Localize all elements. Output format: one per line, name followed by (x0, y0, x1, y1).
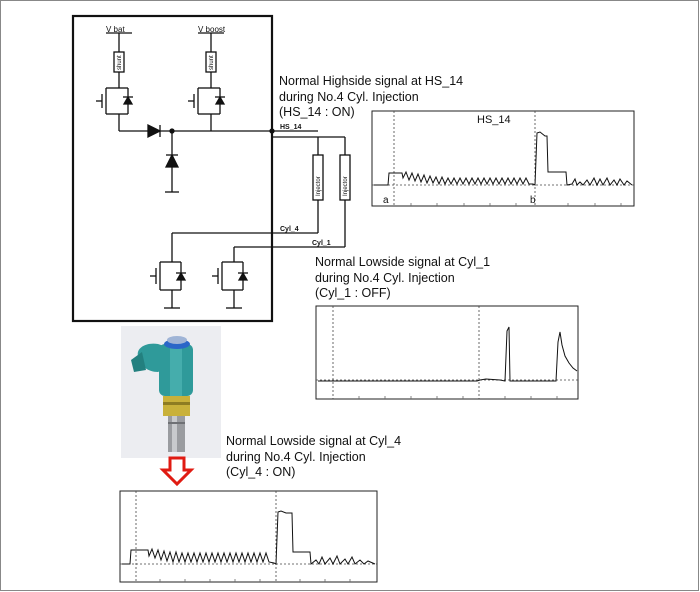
annotation-cyl4: Normal Lowside signal at Cyl_4 during No… (226, 434, 401, 481)
scope-cyl4 (119, 490, 378, 583)
scope-hs14-marker-a: a (383, 195, 389, 206)
scope-cyl1 (315, 305, 579, 400)
scope-cyl4-trace (122, 510, 376, 566)
hs14-node-label: HS_14 (280, 124, 302, 131)
annotation-cyl1-line3: (Cyl_1 : OFF) (315, 286, 391, 300)
annotation-cyl4-line3: (Cyl_4 : ON) (226, 465, 296, 479)
series-diode (147, 123, 162, 139)
injection-arrow-icon (159, 456, 195, 487)
annotation-cyl4-line1: Normal Lowside signal at Cyl_4 (226, 434, 402, 448)
cyl4-node-label: Cyl_4 (280, 226, 299, 233)
svg-text:Injector: Injector (316, 176, 322, 196)
scope-hs14-trace (374, 131, 633, 187)
supply-vboost-label: V boost (198, 25, 226, 34)
injector-collar (163, 396, 190, 416)
mosfet-highside-vboost (188, 87, 226, 131)
supply-vbat-label: V bat (106, 25, 125, 34)
svg-text:Injector: Injector (343, 176, 349, 196)
scope-cyl1-trace (318, 326, 578, 382)
injector-image (121, 326, 221, 458)
annotation-cyl4-line2: during No.4 Cyl. Injection (226, 449, 366, 464)
mosfet-lowside-cyl1 (212, 261, 249, 309)
annotation-hs14-line3: (HS_14 : ON) (279, 105, 355, 119)
annotation-cyl1-line1: Normal Lowside signal at Cyl_1 (315, 255, 491, 269)
annotation-cyl1-line2: during No.4 Cyl. Injection (315, 270, 455, 285)
cyl1-node-label: Cyl_1 (312, 240, 331, 247)
freewheel-diode (164, 153, 180, 168)
scope-hs14-title: HS_14 (477, 114, 511, 126)
scope-hs14: HS_14 a b (371, 110, 635, 207)
annotation-hs14: Normal Highside signal at HS_14 during N… (279, 74, 463, 121)
svg-text:shunt: shunt (209, 55, 215, 70)
annotation-cyl1: Normal Lowside signal at Cyl_1 during No… (315, 255, 490, 302)
svg-text:shunt: shunt (117, 55, 123, 70)
scope-hs14-marker-b: b (530, 195, 536, 206)
mosfet-highside-vbat (96, 87, 134, 131)
ecu-driver-schematic: V bat V boost shunt shunt (71, 14, 351, 323)
annotation-hs14-line1: Normal Highside signal at HS_14 (279, 74, 464, 88)
mosfet-lowside-cyl4 (150, 261, 187, 309)
ecu-box (71, 14, 274, 323)
annotation-hs14-line2: during No.4 Cyl. Injection (279, 89, 419, 104)
